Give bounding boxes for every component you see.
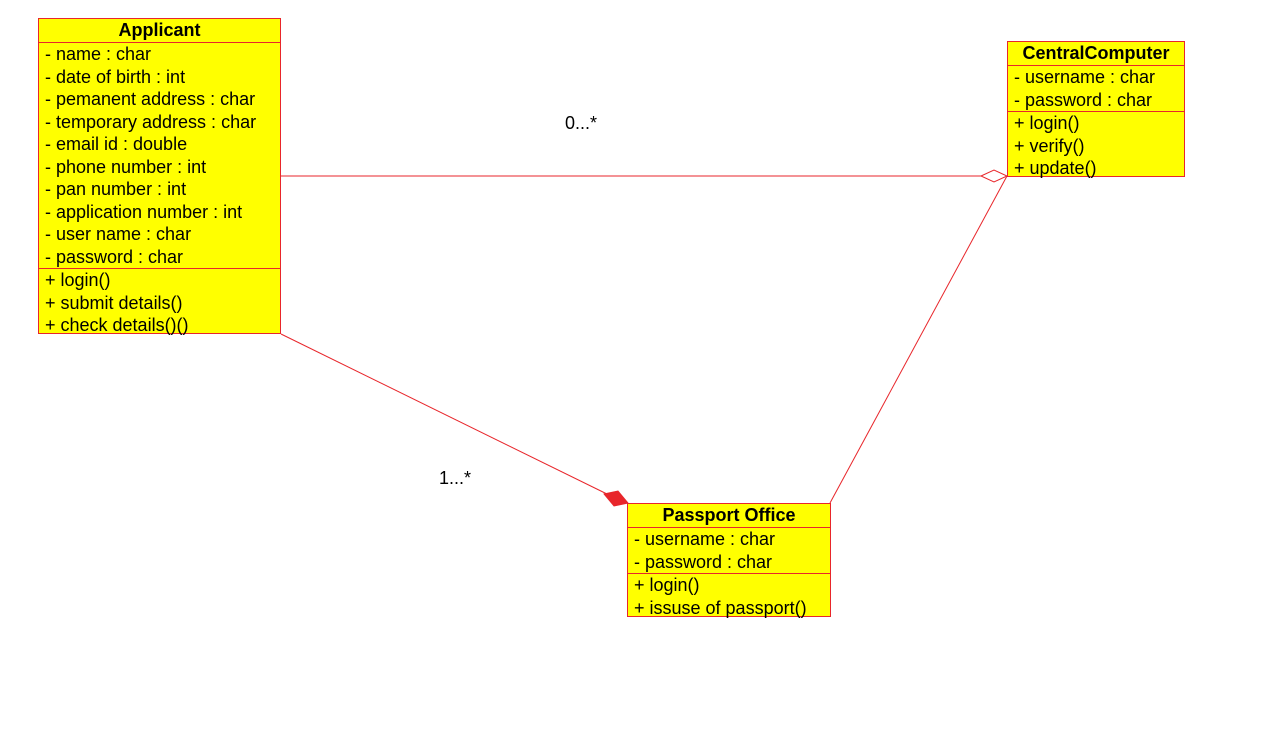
class-applicant[interactable]: Applicant - name : char - date of birth … [38,18,281,337]
methods-section: + login() + verify() + update() [1008,112,1184,180]
method: + submit details() [45,292,183,313]
class-name: CentralComputer [1008,42,1184,66]
method: + login() [1014,113,1080,133]
attributes-section: - username : char - password : char [628,528,830,574]
class-name: Passport Office [628,504,830,528]
attribute: - password : char [45,246,184,267]
aggregation-diamond [979,169,1009,183]
attributes-section: - name : char - date of birth : int - pe… [39,43,280,269]
composition-diamond [603,490,629,507]
method: + verify() [1014,135,1085,156]
class-central-computer[interactable]: CentralComputer - username : char - pass… [1007,41,1185,180]
attribute: - pan number : int [45,179,187,199]
method: + issuse of passport() [634,597,807,618]
class-passport-office[interactable]: Passport Office - username : char - pass… [627,503,831,619]
attribute: - password : char [1014,89,1153,110]
methods-section: + login() + submit details() + check det… [39,269,280,337]
methods-section: + login() + issuse of passport() [628,574,830,619]
attribute: - phone number : int [45,156,207,177]
method: + update() [1014,158,1097,178]
office-central-association-line [829,175,1008,504]
attribute: - date of birth : int [45,66,186,87]
class-name: Applicant [39,19,280,43]
applicant-office-association-line [280,333,608,495]
attribute: - application number : int [45,201,243,222]
attribute: - username : char [634,529,776,549]
multiplicity-applicant-central: 0...* [565,113,598,133]
attribute: - email id : double [45,134,188,154]
attributes-section: - username : char - password : char [1008,66,1184,112]
method: + login() [45,270,111,290]
multiplicity-applicant-office: 1...* [439,468,472,488]
attribute: - user name : char [45,224,192,244]
attribute: - temporary address : char [45,111,257,132]
attribute: - name : char [45,44,152,64]
attribute: - pemanent address : char [45,89,256,109]
attribute: - password : char [634,551,773,572]
method: + check details()() [45,315,189,335]
attribute: - username : char [1014,67,1156,87]
method: + login() [634,575,700,595]
